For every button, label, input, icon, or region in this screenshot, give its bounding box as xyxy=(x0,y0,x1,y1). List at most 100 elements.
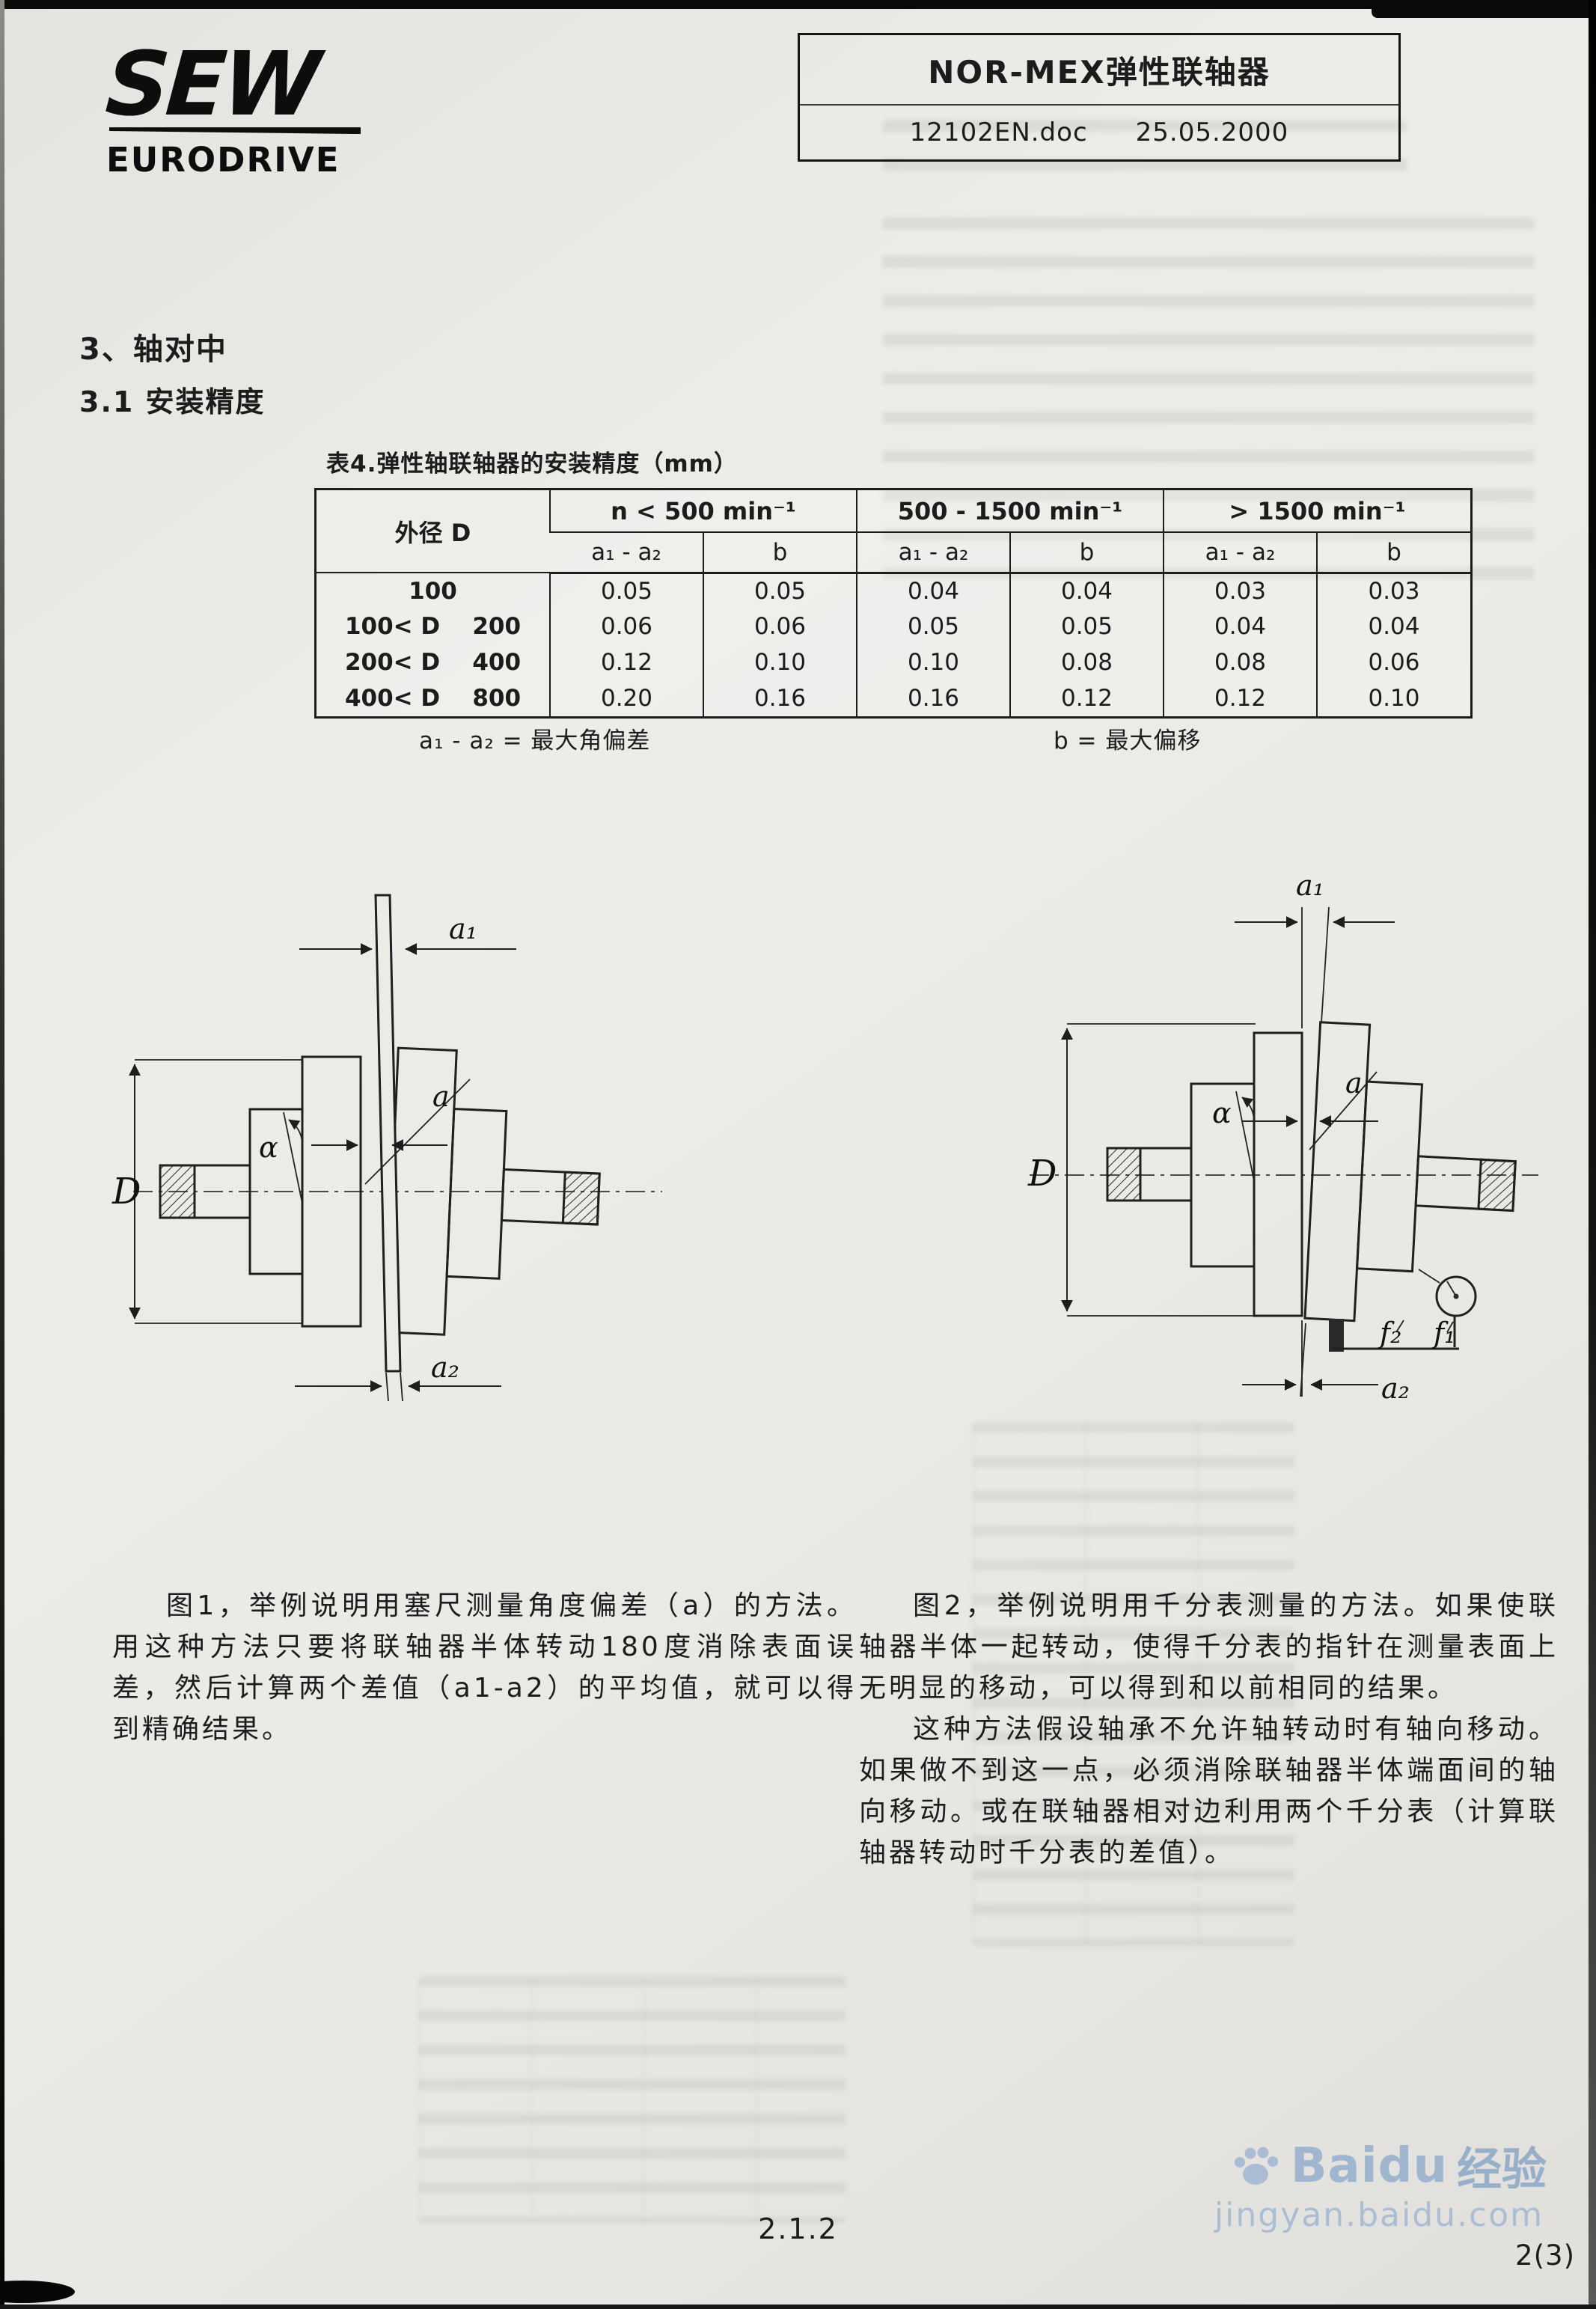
scan-edge-top xyxy=(0,0,1596,9)
sew-logo: SEW EURODRIVE xyxy=(103,32,361,180)
table-cell: 0.08 xyxy=(1163,644,1317,680)
row-label: 100< D 200 xyxy=(344,613,522,640)
document-title: NOR-MEX弹性联轴器 xyxy=(928,53,1271,91)
svg-text:a: a xyxy=(1345,1067,1363,1099)
scan-edge-top-right xyxy=(1372,0,1596,18)
bleedthrough-artifact xyxy=(419,1976,846,2223)
table-cell: 0.10 xyxy=(703,644,857,680)
footer-section-number: 2.1.2 xyxy=(758,2212,838,2245)
table-cell: 0.06 xyxy=(703,608,857,644)
table-row: 400< D 800 0.20 0.16 0.16 0.12 0.12 0.10 xyxy=(317,680,1470,716)
svg-text:a₁: a₁ xyxy=(449,912,477,945)
fig1-feeler-gauge xyxy=(374,894,402,1373)
section-subheading: 3.1 安装精度 xyxy=(79,385,266,418)
header-subtitle-row: 12102EN.doc 25.05.2000 xyxy=(800,106,1398,159)
document-date: 25.05.2000 xyxy=(1135,118,1289,147)
document-header-box: NOR-MEX弹性联轴器 12102EN.doc 25.05.2000 xyxy=(798,33,1401,162)
table-cell: 0.03 xyxy=(1316,573,1470,608)
table-row: 200< D 400 0.12 0.10 0.10 0.08 0.08 0.06 xyxy=(317,644,1470,680)
table-cell: 0.06 xyxy=(549,608,703,644)
row-label: 200< D 400 xyxy=(344,649,522,676)
table-group-header-gt1500: > 1500 min⁻¹ xyxy=(1163,490,1470,533)
table-group-header-n500: n < 500 min⁻¹ xyxy=(549,490,857,533)
table-row: 100 0.05 0.05 0.04 0.04 0.03 0.03 xyxy=(317,573,1470,608)
fig2-dimension-a1: a₁ xyxy=(1235,869,1395,1028)
table-cell: 0.04 xyxy=(856,573,1010,608)
baidu-jingyan-watermark: Baidu 经验 xyxy=(1229,2133,1547,2198)
table-subheader-b: b xyxy=(1316,532,1470,574)
table-cell: 0.04 xyxy=(1009,573,1164,608)
fig2-dimension-a2: a₂ xyxy=(1242,1320,1410,1405)
table-cell: 0.08 xyxy=(1009,644,1164,680)
table-row: 100< D 200 0.06 0.06 0.05 0.05 0.04 0.04 xyxy=(317,608,1470,644)
table-group-header-500-1500: 500 - 1500 min⁻¹ xyxy=(856,490,1164,533)
table-cell: 0.10 xyxy=(1316,680,1470,716)
table-cell: 0.12 xyxy=(1163,680,1317,716)
fig1-right-coupling-half xyxy=(385,1046,601,1336)
fig2-labels-f2-f1: f₂ f₁ xyxy=(1378,1317,1455,1349)
fig1-dimension-a: a xyxy=(311,1079,471,1185)
table-note-offset: b = 最大偏移 xyxy=(1054,728,1202,754)
svg-text:α: α xyxy=(259,1131,278,1164)
scan-edge-right xyxy=(1589,0,1596,2309)
svg-text:α: α xyxy=(1212,1096,1232,1129)
header-title-row: NOR-MEX弹性联轴器 xyxy=(800,35,1398,106)
scan-edge-left xyxy=(0,0,4,2309)
fig2-dial-indicator xyxy=(1329,1269,1477,1352)
table-subheader-b: b xyxy=(703,532,857,574)
table-note-angular: a₁ - a₂ = 最大角偏差 xyxy=(419,728,651,754)
table-subheader-row: a₁ - a₂ b a₁ - a₂ b a₁ - a₂ b xyxy=(317,532,1470,574)
fig2-dimension-D: D xyxy=(1027,1023,1256,1317)
fig1-angle-alpha: α xyxy=(259,1111,303,1204)
svg-text:D: D xyxy=(111,1171,141,1213)
table-cell: 0.16 xyxy=(856,680,1010,716)
table-cell: 0.16 xyxy=(703,680,857,716)
fig2-right-coupling-half xyxy=(1303,1021,1517,1323)
svg-text:a₂: a₂ xyxy=(1381,1372,1410,1405)
fig2-left-coupling-half xyxy=(1190,1031,1303,1317)
watermark-brand-cn: 经验 xyxy=(1457,2144,1547,2196)
paw-print-icon xyxy=(1234,2147,1278,2185)
svg-text:f₁: f₁ xyxy=(1431,1317,1455,1349)
figure2-description-paragraph-2: 这种方法假设轴承不允许轴转动时有轴向移动。如果做不到这一点，必须消除联轴器半体端… xyxy=(859,1714,1559,1868)
fig2-angle-alpha: α xyxy=(1212,1091,1255,1182)
figure1-description-text: 图1，举例说明用塞尺测量角度偏差（a）的方法。用这种方法只要将联轴器半体转动18… xyxy=(112,1590,857,1745)
svg-text:a₁: a₁ xyxy=(1296,869,1324,902)
table-cell: 0.12 xyxy=(549,644,703,680)
figure2-dial-indicator-diagram: D a₁ a α f₂ f₁ a₂ xyxy=(1027,869,1538,1405)
figure2-description-paragraph-1: 图2，举例说明用千分表测量的方法。如果使联轴器半体一起转动，使得千分表的指针在测… xyxy=(859,1590,1559,1703)
row-label: 100 xyxy=(409,577,457,605)
table-cell: 0.06 xyxy=(1316,644,1470,680)
fig1-dimension-a1: a₁ xyxy=(299,912,516,955)
table-cell: 0.05 xyxy=(549,573,703,608)
watermark-url: jingyan.baidu.com xyxy=(1214,2196,1544,2234)
table-cell: 0.05 xyxy=(856,608,1010,644)
fig2-dimension-a: a xyxy=(1242,1067,1378,1150)
svg-text:D: D xyxy=(1027,1153,1057,1195)
figure1-feeler-gauge-diagram: D a₁ a α a₂ xyxy=(111,894,662,1402)
figure2-description: 图2，举例说明用千分表测量的方法。如果使联轴器半体一起转动，使得千分表的指针在测… xyxy=(859,1585,1559,1873)
sew-logo-subtitle: EURODRIVE xyxy=(106,140,340,180)
section-heading: 3、轴对中 xyxy=(79,332,227,367)
fig1-dimension-a2: a₂ xyxy=(295,1351,501,1402)
svg-text:a₂: a₂ xyxy=(431,1351,459,1384)
bleedthrough-artifact xyxy=(973,1422,1294,1946)
table-cell: 0.12 xyxy=(1009,680,1164,716)
table-cell: 0.05 xyxy=(703,573,857,608)
table-corner-header: 外径 D xyxy=(317,490,550,573)
footer-page-number: 2(3) xyxy=(1515,2239,1575,2272)
table-cell: 0.04 xyxy=(1316,608,1470,644)
svg-text:a: a xyxy=(432,1080,450,1113)
table-subheader-b: b xyxy=(1009,532,1164,574)
table-subheader-a1a2: a₁ - a₂ xyxy=(856,532,1010,574)
document-filename: 12102EN.doc xyxy=(909,118,1088,147)
fig1-dimension-D: D xyxy=(111,1059,302,1324)
watermark-brand: Baidu xyxy=(1290,2138,1448,2194)
alignment-accuracy-table: 外径 D n < 500 min⁻¹ 500 - 1500 min⁻¹ > 15… xyxy=(314,488,1473,719)
scan-edge-bottom xyxy=(0,2305,1596,2309)
table-cell: 0.10 xyxy=(856,644,1010,680)
table-subheader-a1a2: a₁ - a₂ xyxy=(1163,532,1317,574)
table-subheader-a1a2: a₁ - a₂ xyxy=(550,532,703,574)
table-caption: 表4.弹性轴联轴器的安装精度（mm） xyxy=(326,451,738,478)
svg-text:f₂: f₂ xyxy=(1378,1317,1401,1349)
